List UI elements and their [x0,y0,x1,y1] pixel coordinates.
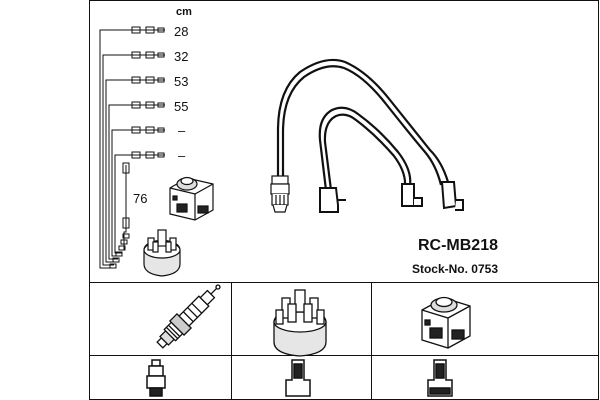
cable-length-1: 28 [174,24,189,39]
cable-terminal-stack [109,233,130,269]
cable-length-4: 55 [174,99,189,114]
cable-end-1 [128,26,165,34]
coil-cable-length: 76 [133,191,148,206]
distributor-cap-icon [143,229,181,277]
cable-end-2 [128,51,165,59]
stock-number: Stock-No. 0753 [411,262,498,276]
cable-end-5 [128,126,165,134]
spark-plug-cable-harness-icon [270,58,464,213]
distributor-cap-icon [273,289,327,357]
cable-length-3: 53 [174,74,189,89]
ignition-cable-set-icon [99,26,165,269]
cable-end-4 [128,101,165,109]
angled-boot-icon [319,181,464,213]
cable-length-5: – [178,123,186,138]
cable-length-2: 32 [174,49,189,64]
spark-plug-terminal-icon [146,359,166,397]
distributor-terminal-icon [285,359,311,397]
straight-boot-icon [270,175,290,213]
coil-terminal-icon [427,359,453,397]
ignition-coil-icon [169,176,214,221]
spark-plug-icon [156,284,221,349]
cable-length-6: – [178,148,186,163]
ignition-coil-icon [421,296,471,349]
cable-end-3 [128,76,165,84]
unit-label: cm [176,6,192,18]
part-number: RC-MB218 [417,237,498,254]
cable-end-6 [128,151,165,159]
